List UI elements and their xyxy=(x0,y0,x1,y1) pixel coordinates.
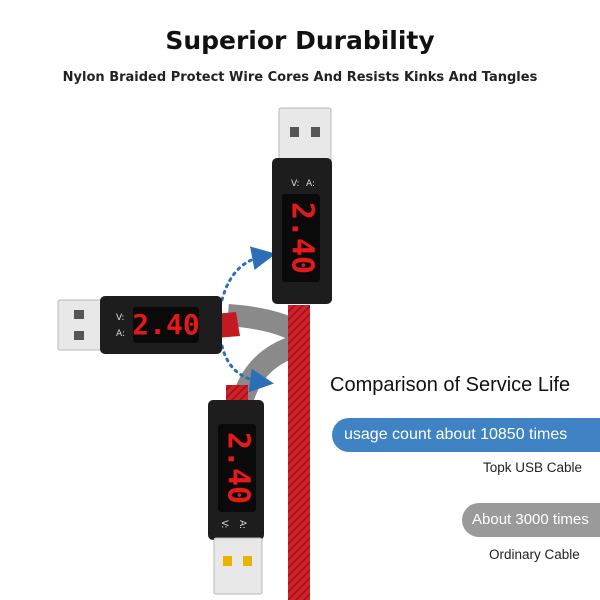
ordinary-cable-label: Ordinary Cable xyxy=(489,547,580,562)
ordinary-usage-pill: About 3000 times xyxy=(462,503,600,537)
dotted-arrow-down xyxy=(220,344,274,393)
usb-connector-top: V: A: 2.40 xyxy=(272,107,332,304)
usb-connector-bottom: V: A: 2.40 xyxy=(208,400,264,595)
topk-cable-label: Topk USB Cable xyxy=(483,460,583,475)
a-label: A: xyxy=(237,520,247,529)
cable-illustration: V: A: 2.40 V: A: 2.40 V: A: 2.40 xyxy=(57,107,332,600)
a-label: A: xyxy=(306,179,315,189)
topk-usage-pill: usage count about 10850 times xyxy=(332,418,600,452)
comparison-title: Comparison of Service Life xyxy=(330,374,571,396)
braided-cable-main xyxy=(288,305,310,600)
v-label: V: xyxy=(291,179,299,189)
page-title: Superior Durability xyxy=(165,26,435,55)
v-label: V: xyxy=(219,520,229,528)
page-subtitle: Nylon Braided Protect Wire Cores And Res… xyxy=(62,70,538,85)
lcd-reading-left: 2.40 xyxy=(132,308,199,341)
lcd-reading-top: 2.40 xyxy=(285,202,320,274)
lcd-reading-bottom: 2.40 xyxy=(221,432,256,504)
a-label: A: xyxy=(116,329,125,339)
usb-connector-left: V: A: 2.40 xyxy=(57,296,222,354)
v-label: V: xyxy=(116,313,124,323)
dotted-arrow-up xyxy=(220,246,276,302)
